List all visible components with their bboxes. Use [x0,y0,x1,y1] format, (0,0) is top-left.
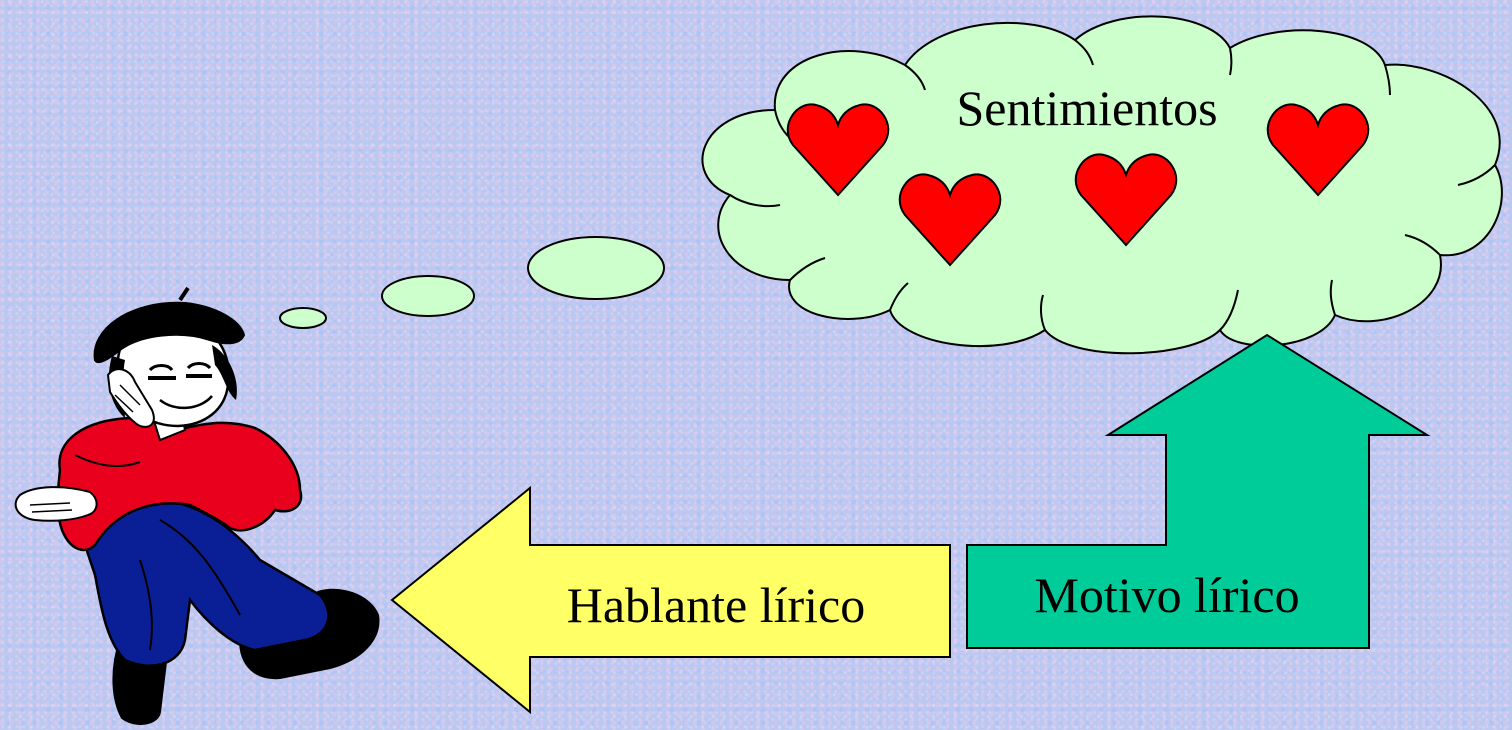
cloud-title: Sentimientos [956,80,1217,136]
thought-bubble-medium [381,275,475,317]
speaker-label: Hablante lírico [567,577,866,633]
thought-bubble-small [279,307,327,329]
daydreaming-person-icon [14,286,380,725]
thought-bubbles [279,236,665,329]
heart-icon [898,173,1002,267]
heart-icon [1074,153,1178,247]
motive-label: Motivo lírico [1034,567,1299,623]
heart-icon [786,103,890,197]
speaker-arrow: Hablante lírico [390,485,951,715]
heart-icon [1266,103,1370,197]
motive-arrow: Motivo lírico [966,333,1431,649]
thought-bubble-large [527,236,665,300]
feelings-cloud: Sentimientos [701,15,1503,355]
motive-arrow-shape [966,333,1431,649]
speaker-arrow-shape [390,485,951,715]
